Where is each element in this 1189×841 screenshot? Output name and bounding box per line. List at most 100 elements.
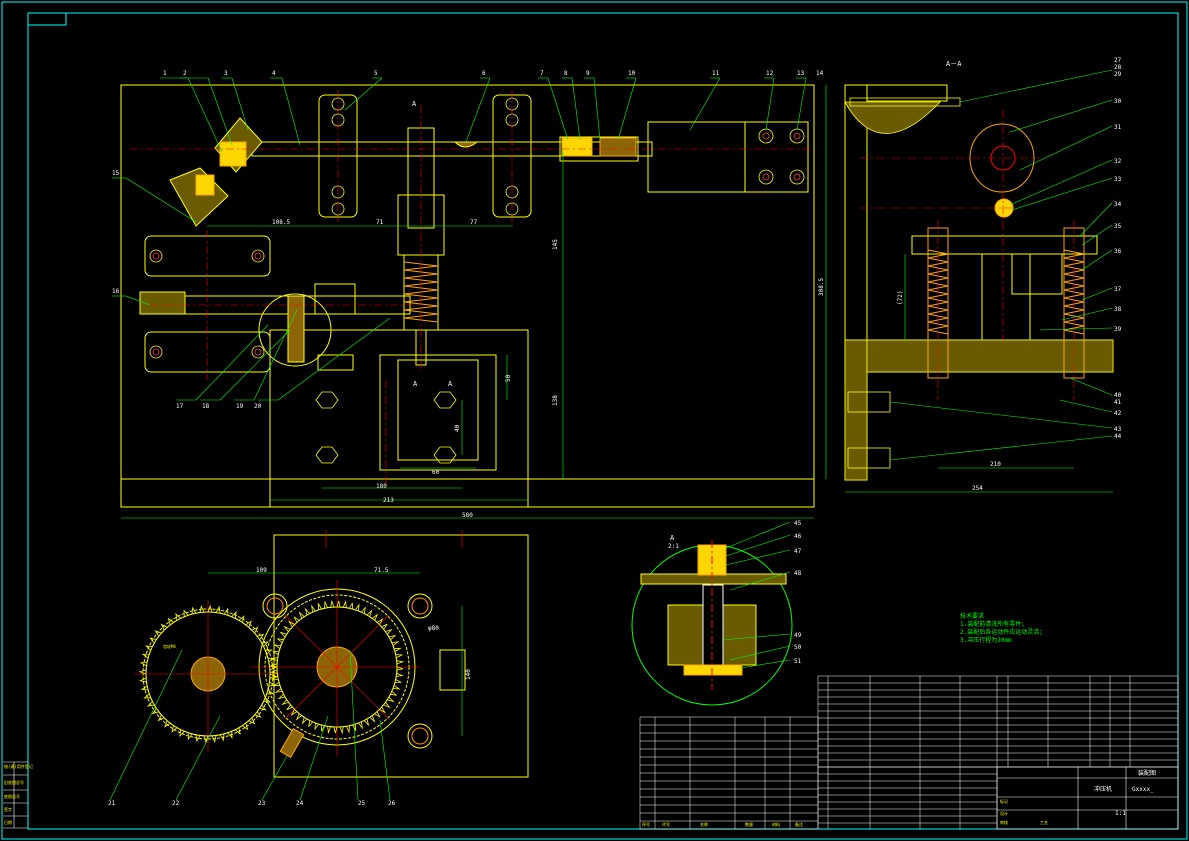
- callout: 36: [1114, 248, 1122, 255]
- technical-notes: 技术要求 1.装配前清洗所有零件； 2.装配后各运动件应运动灵活； 3.冲压行程…: [960, 612, 1045, 644]
- dim-text: 108.5: [272, 219, 290, 226]
- section-mark: A: [413, 380, 418, 388]
- material-label: 装配图: [1138, 769, 1156, 777]
- callout: 48: [794, 570, 802, 577]
- lever-arm: [139, 283, 411, 371]
- callout: 7: [540, 70, 544, 77]
- callout: 31: [1114, 124, 1122, 131]
- callout: 4: [272, 70, 276, 77]
- tb-row-label: 设计: [1000, 810, 1008, 816]
- dim-text: 140: [465, 669, 472, 680]
- gear-view: 109 71.5 140 φ80 齿轮M4 21 22 23 24 25 26: [108, 530, 529, 807]
- notes-line: 1.装配前清洗所有零件；: [960, 620, 1027, 628]
- callout: 5: [374, 70, 378, 77]
- callout: 15: [112, 170, 120, 177]
- callout: 9: [586, 70, 590, 77]
- callout: 33: [1114, 176, 1122, 183]
- section-title: A－A: [946, 60, 962, 68]
- bom-table: [639, 675, 1179, 830]
- title-block: [996, 766, 1179, 830]
- callout: 30: [1114, 98, 1122, 105]
- dim-text: 180: [376, 483, 387, 490]
- bevel-gears: [169, 117, 263, 227]
- dim-text: φ80: [428, 625, 439, 632]
- callout: 10: [628, 70, 636, 77]
- bom-head: 名称: [700, 821, 708, 827]
- dim-text: 308.5: [818, 278, 825, 296]
- hub-label: 齿轮M4: [163, 643, 176, 649]
- callout: 34: [1114, 201, 1122, 208]
- callout: 40: [1114, 392, 1122, 399]
- callout: 1: [163, 70, 167, 77]
- callout: 46: [794, 533, 802, 540]
- callout: 43: [1114, 426, 1122, 433]
- detail-scale: 2:1: [668, 543, 679, 550]
- bom-head: 备注: [795, 821, 803, 827]
- callout: 29: [1114, 71, 1122, 78]
- notes-title: 技术要求: [960, 612, 984, 620]
- dim-text: 60: [432, 469, 440, 476]
- notes-line: 3.冲压行程为20mm: [960, 636, 1012, 644]
- callout: 18: [202, 403, 210, 410]
- dim-text: 138: [552, 395, 559, 406]
- dim-text: 109: [256, 567, 267, 574]
- strip-text: 旧底图总号: [4, 779, 24, 785]
- callout: 35: [1114, 223, 1122, 230]
- callout: 8: [564, 70, 568, 77]
- large-gear-teeth: [269, 599, 405, 735]
- notes-line: 2.装配后各运动件应运动灵活；: [960, 628, 1045, 636]
- front-view: 108.5 71 77 145 50 138 40 60 180 213 580…: [112, 70, 827, 519]
- tb-row-label: 标记: [1000, 798, 1008, 804]
- callout: 19: [236, 403, 244, 410]
- callout: 26: [388, 800, 396, 807]
- strip-text: 日期: [4, 819, 12, 825]
- callout: 44: [1114, 433, 1122, 440]
- detail-label: A: [670, 534, 675, 542]
- callout: 12: [766, 70, 774, 77]
- callout: 14: [816, 70, 824, 77]
- callout: 25: [358, 800, 366, 807]
- dim-text: (72): [897, 291, 904, 305]
- callout: 37: [1114, 286, 1122, 293]
- callout: 16: [112, 288, 120, 295]
- dim-text: 580: [462, 512, 473, 519]
- callout: 20: [254, 403, 262, 410]
- callout: 28: [1114, 64, 1122, 71]
- strip-text: 签字: [4, 806, 12, 812]
- callout: 27: [1114, 57, 1122, 64]
- die-block: [269, 329, 529, 508]
- callout: 50: [794, 644, 802, 651]
- bom-head: 数量: [745, 821, 753, 827]
- motor: [647, 121, 809, 193]
- die-inner: [379, 354, 497, 471]
- bom-head: 材料: [772, 821, 780, 827]
- dim-text: 71: [376, 219, 384, 226]
- callout: 49: [794, 632, 802, 639]
- left-strip: 借(通)用件登记 旧底图总号 底图总号 签字 日期: [3, 761, 33, 829]
- dim-text: 71.5: [374, 567, 389, 574]
- collars: [453, 137, 637, 157]
- section-view: A－A: [844, 57, 1122, 493]
- drawing-name: 冲压机: [1094, 785, 1112, 793]
- section-mark: A: [412, 100, 417, 108]
- detail-view: A 2:1 45 46 47 48 49 50 51: [631, 520, 802, 706]
- callout: 2: [183, 70, 187, 77]
- bom-head: 序号: [642, 821, 650, 827]
- bom-head: 代号: [662, 821, 670, 827]
- drawing-scale: 1:1: [1115, 810, 1126, 817]
- dim-text: 145: [552, 239, 559, 250]
- callout: 21: [108, 800, 116, 807]
- callout: 13: [797, 70, 805, 77]
- callout: 41: [1114, 399, 1122, 406]
- callout: 3: [224, 70, 228, 77]
- callout: 17: [176, 403, 184, 410]
- dim-text: 210: [990, 461, 1001, 468]
- callout: 6: [482, 70, 486, 77]
- tb-row-label: 工艺: [1040, 820, 1048, 825]
- section-mark: A: [448, 380, 453, 388]
- tb-row-label: 审核: [1000, 819, 1008, 825]
- callout: 23: [258, 800, 266, 807]
- small-gear-teeth: [138, 604, 278, 744]
